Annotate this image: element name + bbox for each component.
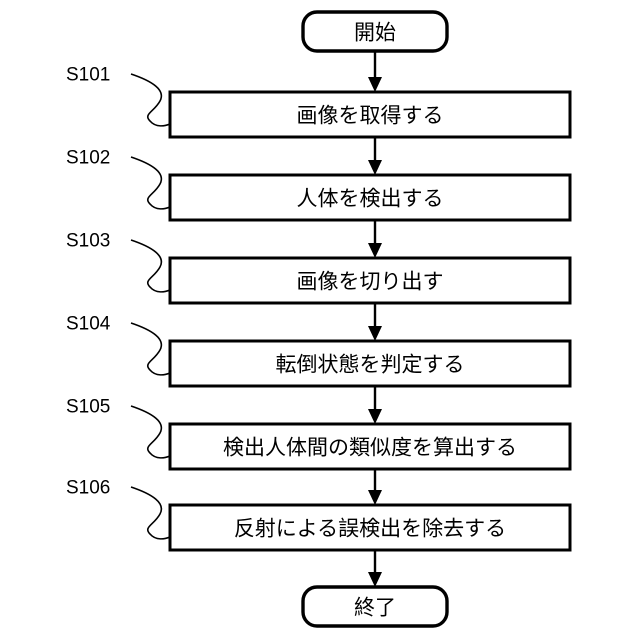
process-node-s106: 反射による誤検出を除去する [168, 503, 572, 552]
leader-line-s101 [130, 73, 171, 127]
leader-line-s102 [130, 156, 171, 210]
connector-s104-to-s105 [368, 386, 382, 424]
step-id-s102: S102 [66, 148, 110, 169]
connector-s102-to-s103 [368, 220, 382, 258]
step-id-s103: S103 [66, 231, 110, 252]
process-box-s103 [168, 256, 572, 305]
process-node-s105: 検出人体間の類似度を算出する [168, 422, 572, 471]
connector-s105-to-s106 [368, 469, 382, 505]
step-callout-s105: S105 [66, 397, 171, 459]
process-box-s104 [168, 339, 572, 388]
arrowhead-icon [368, 409, 382, 424]
connector-s106-to-end [368, 550, 382, 587]
step-callout-s106: S106 [66, 478, 171, 540]
process-node-s103: 画像を切り出す [168, 256, 572, 305]
connector-s103-to-s104 [368, 303, 382, 341]
process-box-s105 [168, 422, 572, 471]
process-label-s102: 人体を検出する [297, 187, 444, 211]
process-box-s102 [168, 173, 572, 222]
step-id-s104: S104 [66, 314, 111, 335]
process-node-s102: 人体を検出する [168, 173, 572, 222]
arrowhead-icon [368, 160, 382, 175]
leader-line-s106 [130, 486, 171, 540]
step-id-s101: S101 [66, 65, 110, 86]
process-label-s105: 検出人体間の類似度を算出する [223, 436, 517, 460]
connector-start-to-s101 [368, 51, 382, 92]
arrowhead-icon [368, 490, 382, 505]
process-label-s103: 画像を切り出す [297, 270, 444, 294]
arrowhead-icon [368, 326, 382, 341]
leader-line-s104 [130, 322, 171, 376]
end-terminal-node: 終了 [301, 585, 449, 628]
process-box-s101 [168, 90, 572, 139]
arrowhead-icon [368, 77, 382, 92]
step-callout-s102: S102 [66, 148, 171, 210]
arrowhead-icon [368, 243, 382, 258]
process-box-s106 [168, 503, 572, 552]
connector-s101-to-s102 [368, 137, 382, 175]
step-id-s106: S106 [66, 478, 110, 499]
leader-line-s105 [130, 405, 171, 459]
step-callout-s103: S103 [66, 231, 171, 293]
process-label-s101: 画像を取得する [297, 104, 444, 128]
start-terminal-node: 開始 [301, 10, 449, 53]
step-callout-s101: S101 [66, 65, 171, 127]
step-callout-s104: S104 [66, 314, 171, 376]
end-terminal-label: 終了 [354, 596, 396, 620]
end-terminal-shape [301, 585, 449, 628]
process-label-s106: 反射による誤検出を除去する [234, 517, 506, 541]
process-node-s101: 画像を取得する [168, 90, 572, 139]
start-terminal-label: 開始 [354, 21, 396, 45]
process-node-s104: 転倒状態を判定する [168, 339, 572, 388]
leader-line-s103 [130, 239, 171, 293]
step-id-s105: S105 [66, 397, 110, 418]
arrowhead-icon [368, 572, 382, 587]
process-label-s104: 転倒状態を判定する [276, 353, 465, 377]
